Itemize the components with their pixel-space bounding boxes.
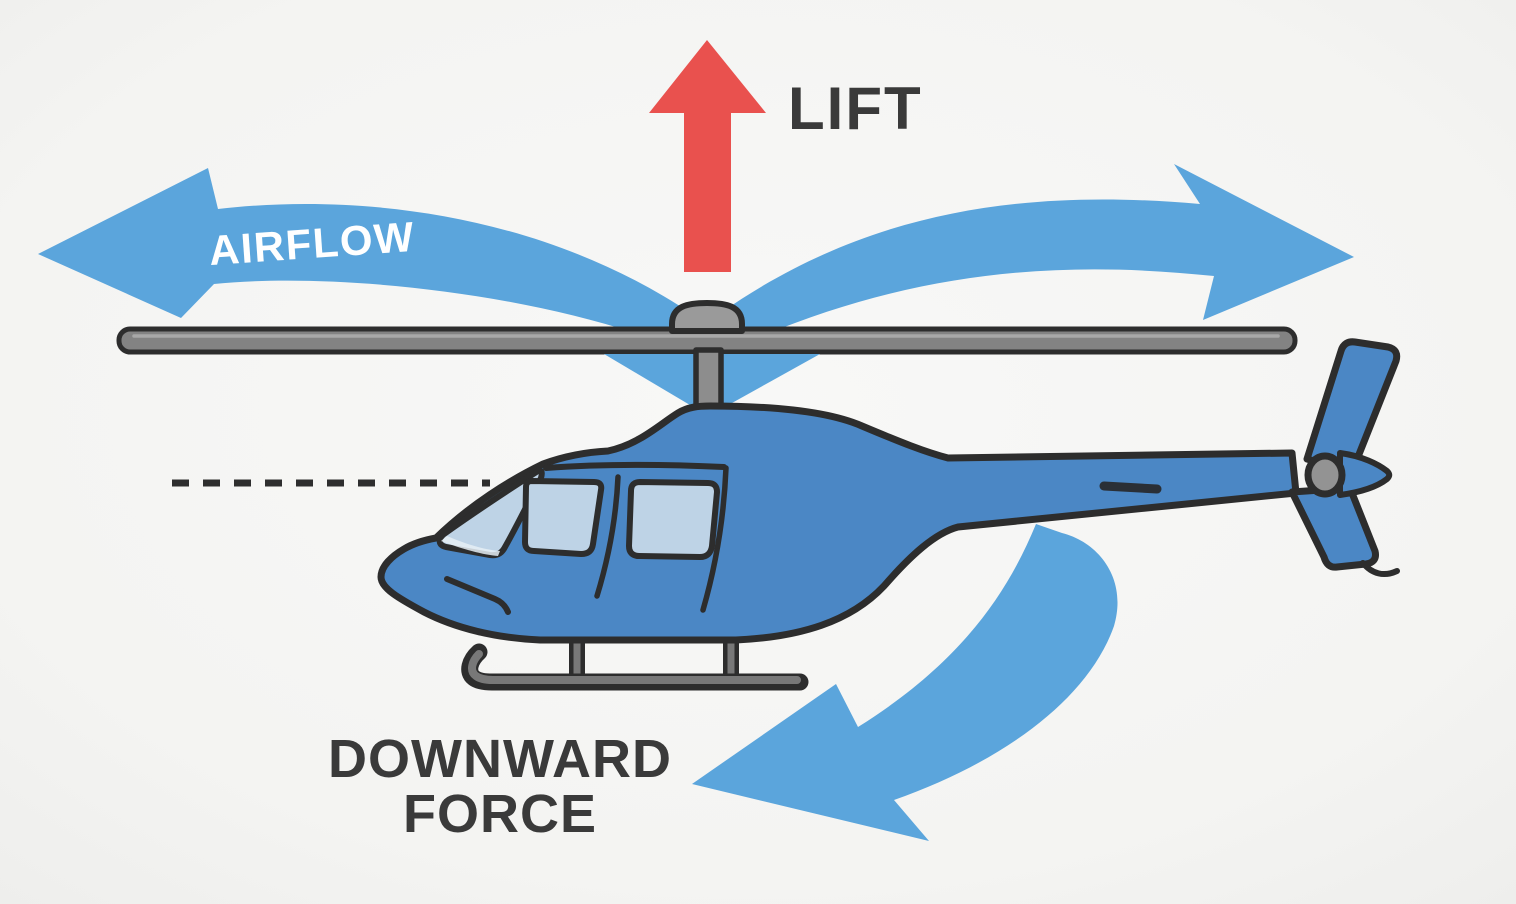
downwash-arrow-icon [692, 524, 1118, 841]
skid-tube-fill [468, 650, 801, 684]
door-line-front [594, 474, 621, 599]
tail-fin-upper [1303, 338, 1401, 476]
roof-rail-line [543, 461, 727, 471]
downward-force-label-line2: FORCE [403, 784, 597, 844]
cabin-window-rear [626, 479, 720, 560]
cabin-window-front [522, 478, 605, 557]
downward-force-label-line1: DOWNWARD [328, 729, 672, 789]
tail-skid [1360, 560, 1400, 578]
tail-rotor-fairing [1337, 450, 1393, 498]
landing-skid [461, 620, 809, 691]
windshield-highlight [441, 536, 500, 556]
rotor-hub [669, 300, 745, 334]
downward-force-label: DOWNWARD FORCE [328, 729, 672, 844]
door-line-rear [700, 465, 729, 613]
lift-arrow-icon [649, 40, 766, 272]
airflow-wedge-left [604, 354, 695, 408]
lift-label: LIFT [788, 75, 923, 142]
tail-boom-stripe [1099, 481, 1162, 494]
nose-panel-crease [444, 576, 511, 615]
airflow-wedge-right [723, 354, 820, 408]
airflow-arrow-left-icon [38, 168, 692, 344]
airflow-arrow-right-icon [722, 164, 1354, 341]
tail-rotor-hub [1304, 452, 1346, 498]
